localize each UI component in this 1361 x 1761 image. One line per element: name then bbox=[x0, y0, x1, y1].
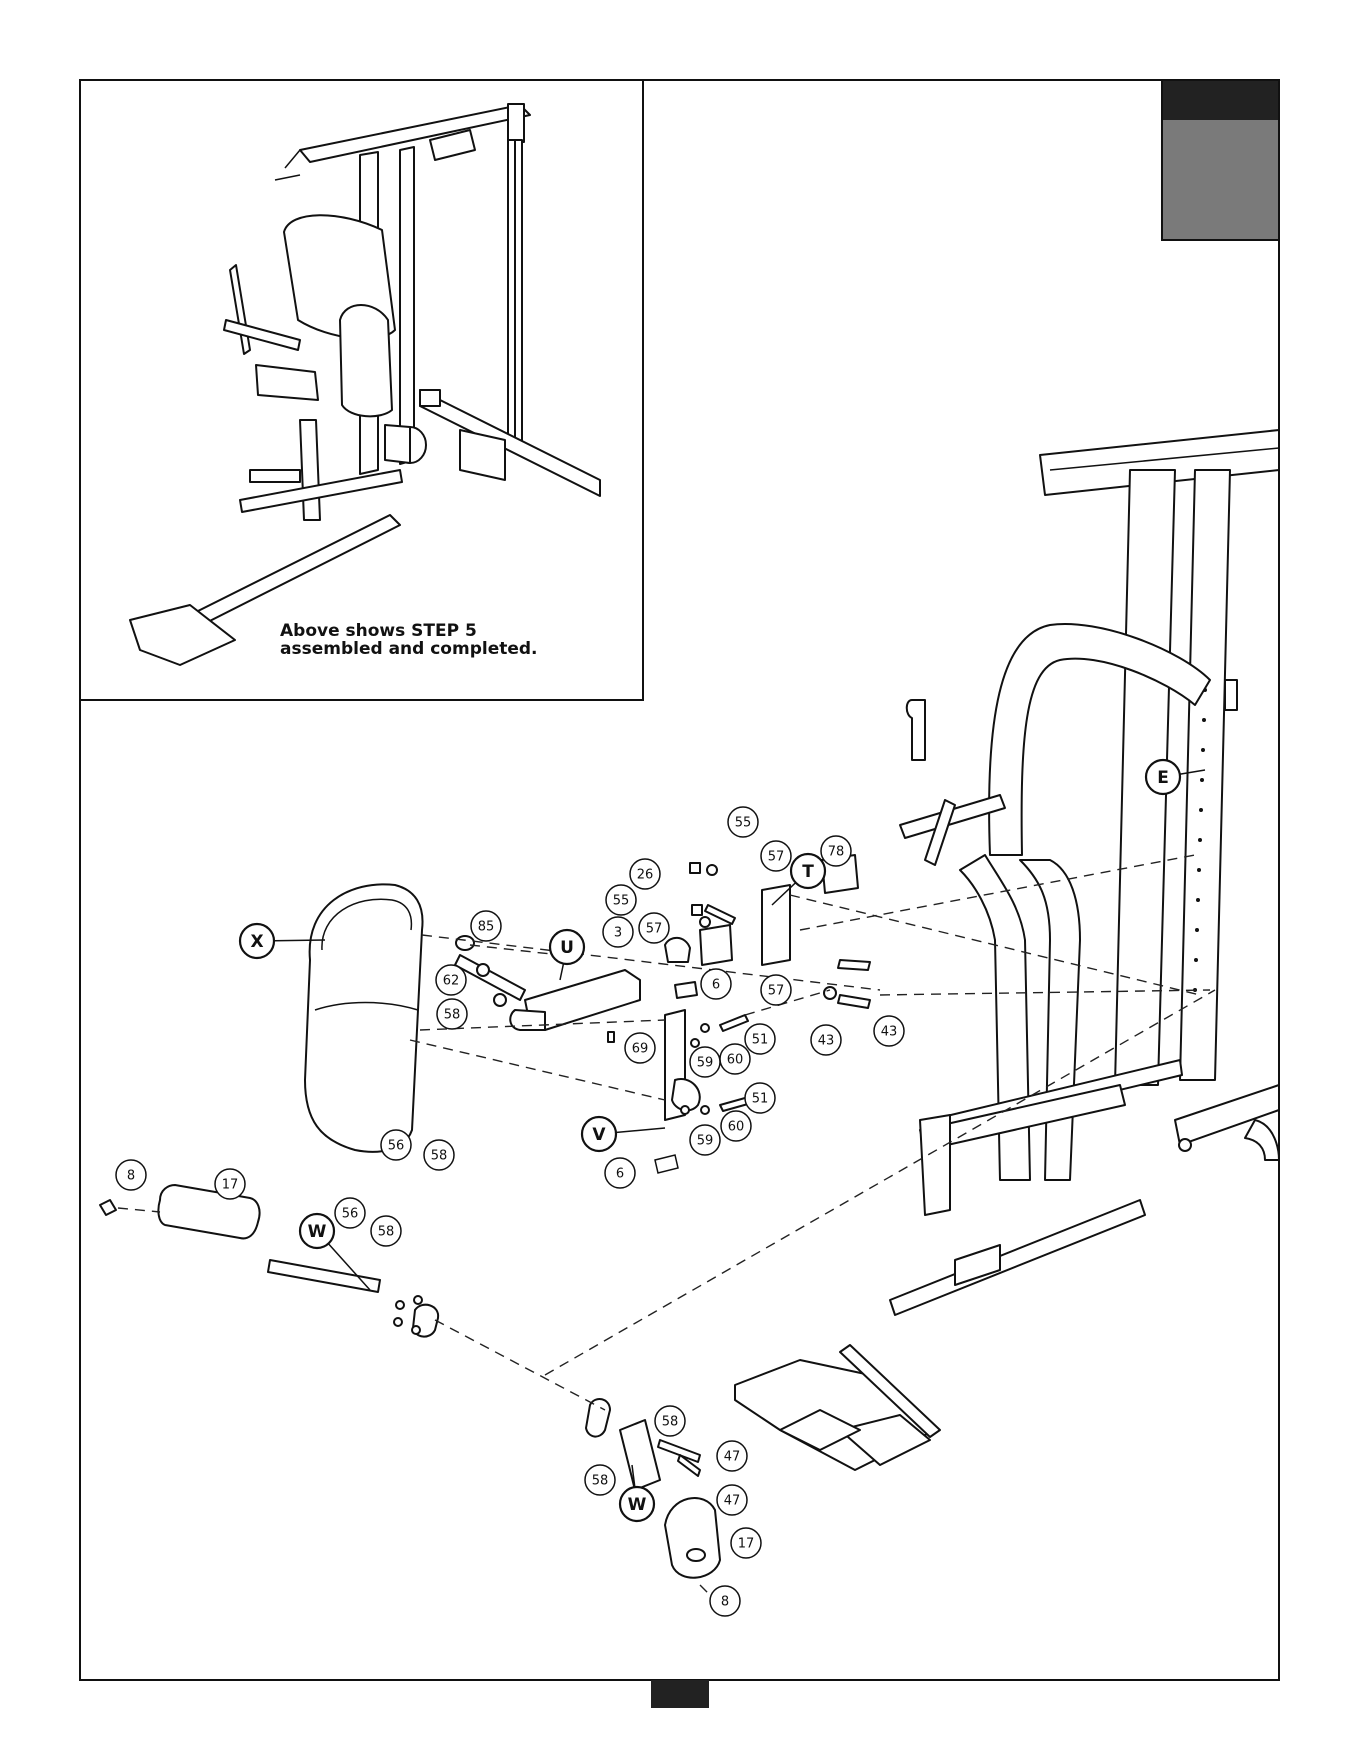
part-callout-label: 57 bbox=[646, 922, 663, 937]
part-callout-label: 47 bbox=[724, 1450, 741, 1465]
page-frame bbox=[80, 80, 1279, 1680]
inset-caption-line-1: Above shows STEP 5 bbox=[280, 622, 538, 640]
frame-label-e-label: E bbox=[1157, 768, 1169, 788]
part-callout-label: 58 bbox=[662, 1415, 679, 1430]
part-callout: 55 bbox=[728, 807, 758, 837]
part-callout: 58 bbox=[585, 1465, 615, 1495]
part-callout-label: 3 bbox=[614, 926, 622, 941]
part-callout-label: 60 bbox=[727, 1053, 744, 1068]
part-callout-label: 55 bbox=[613, 894, 630, 909]
part-callout-label: 17 bbox=[738, 1537, 755, 1552]
subassembly-label-v: V bbox=[582, 1117, 665, 1151]
subassembly-label-x-label: X bbox=[250, 932, 263, 952]
part-callout-label: 78 bbox=[828, 845, 845, 860]
part-callout-label: 43 bbox=[818, 1034, 835, 1049]
part-callout-label: 85 bbox=[478, 920, 495, 935]
part-callout-label: 69 bbox=[632, 1042, 649, 1057]
part-callout-label: 57 bbox=[768, 984, 785, 999]
inset-caption-line-2: assembled and completed. bbox=[280, 640, 538, 658]
part-callout: 47 bbox=[717, 1485, 747, 1515]
part-callout: 3 bbox=[603, 917, 633, 947]
part-callout: 60 bbox=[720, 1044, 750, 1074]
part-callout: 55 bbox=[606, 885, 636, 915]
part-callout-label: 6 bbox=[712, 978, 720, 993]
part-callout: 58 bbox=[424, 1140, 454, 1170]
leg-roller-assembly-upper bbox=[100, 1185, 438, 1337]
subassembly-label-u-label: U bbox=[560, 938, 574, 958]
part-callout: 8 bbox=[710, 1586, 740, 1616]
part-callout: 58 bbox=[655, 1406, 685, 1436]
step-tab bbox=[1162, 80, 1279, 240]
part-callout-label: 26 bbox=[637, 868, 654, 883]
page-number-tab bbox=[651, 1680, 709, 1708]
part-callout: 51 bbox=[745, 1083, 775, 1113]
part-callout: 58 bbox=[437, 999, 467, 1029]
subassembly-label-v-label: V bbox=[592, 1125, 606, 1145]
part-callout-label: 17 bbox=[222, 1178, 239, 1193]
inset-caption: Above shows STEP 5 assembled and complet… bbox=[280, 622, 538, 658]
part-callout: 69 bbox=[625, 1033, 655, 1063]
part-callout: 47 bbox=[717, 1441, 747, 1471]
subassembly-label-w-label: W bbox=[308, 1222, 327, 1242]
part-callout-label: 58 bbox=[431, 1149, 448, 1164]
part-callout-label: 59 bbox=[697, 1134, 714, 1149]
part-callout-label: 6 bbox=[616, 1167, 624, 1182]
part-callout-label: 56 bbox=[388, 1139, 405, 1154]
part-callout-label: 8 bbox=[127, 1169, 135, 1184]
part-callout-label: 47 bbox=[724, 1494, 741, 1509]
part-callout: 60 bbox=[721, 1111, 751, 1141]
part-callout: 43 bbox=[874, 1016, 904, 1046]
part-callout-label: 51 bbox=[752, 1092, 769, 1107]
part-callout: 59 bbox=[690, 1125, 720, 1155]
part-callout: 62 bbox=[436, 965, 466, 995]
subassembly-label-u: U bbox=[550, 930, 584, 980]
frame-E-illustration bbox=[735, 430, 1279, 1470]
part-callout-label: 58 bbox=[378, 1225, 395, 1240]
part-callout-label: 56 bbox=[342, 1207, 359, 1222]
completed-machine-illustration bbox=[130, 104, 600, 665]
part-callout: 6 bbox=[701, 969, 731, 999]
part-callout-label: 58 bbox=[444, 1008, 461, 1023]
part-callout-label: 55 bbox=[735, 816, 752, 831]
part-callout: 56 bbox=[381, 1130, 411, 1160]
part-callout-label: 59 bbox=[697, 1056, 714, 1071]
part-callout: 6 bbox=[605, 1158, 635, 1188]
part-callout: 8 bbox=[116, 1160, 146, 1190]
part-callout-label: 58 bbox=[592, 1474, 609, 1489]
part-callout: 58 bbox=[371, 1216, 401, 1246]
part-callout-label: 60 bbox=[728, 1120, 745, 1135]
part-callout: 56 bbox=[335, 1198, 365, 1228]
part-callout-label: 8 bbox=[721, 1595, 729, 1610]
part-callout: 85 bbox=[471, 911, 501, 941]
part-callout: 59 bbox=[690, 1047, 720, 1077]
back-pad-X bbox=[305, 884, 423, 1151]
part-callout: 57 bbox=[761, 975, 791, 1005]
part-callout: 51 bbox=[745, 1024, 775, 1054]
part-callout: 17 bbox=[731, 1528, 761, 1558]
subassembly-label-t-label: T bbox=[802, 862, 814, 882]
part-callout-label: 62 bbox=[443, 974, 460, 989]
subassembly-label-w-2-label: W bbox=[628, 1495, 647, 1515]
part-callout: 57 bbox=[761, 841, 791, 871]
part-callout-label: 57 bbox=[768, 850, 785, 865]
part-callout-label: 51 bbox=[752, 1033, 769, 1048]
part-callout: 43 bbox=[811, 1025, 841, 1055]
bracket-T-and-part-78 bbox=[665, 855, 858, 998]
part-callout: 17 bbox=[215, 1169, 245, 1199]
part-callout-label: 43 bbox=[881, 1025, 898, 1040]
part-callout: 57 bbox=[639, 913, 669, 943]
part-callout: 78 bbox=[821, 836, 851, 866]
part-callout: 26 bbox=[630, 859, 660, 889]
